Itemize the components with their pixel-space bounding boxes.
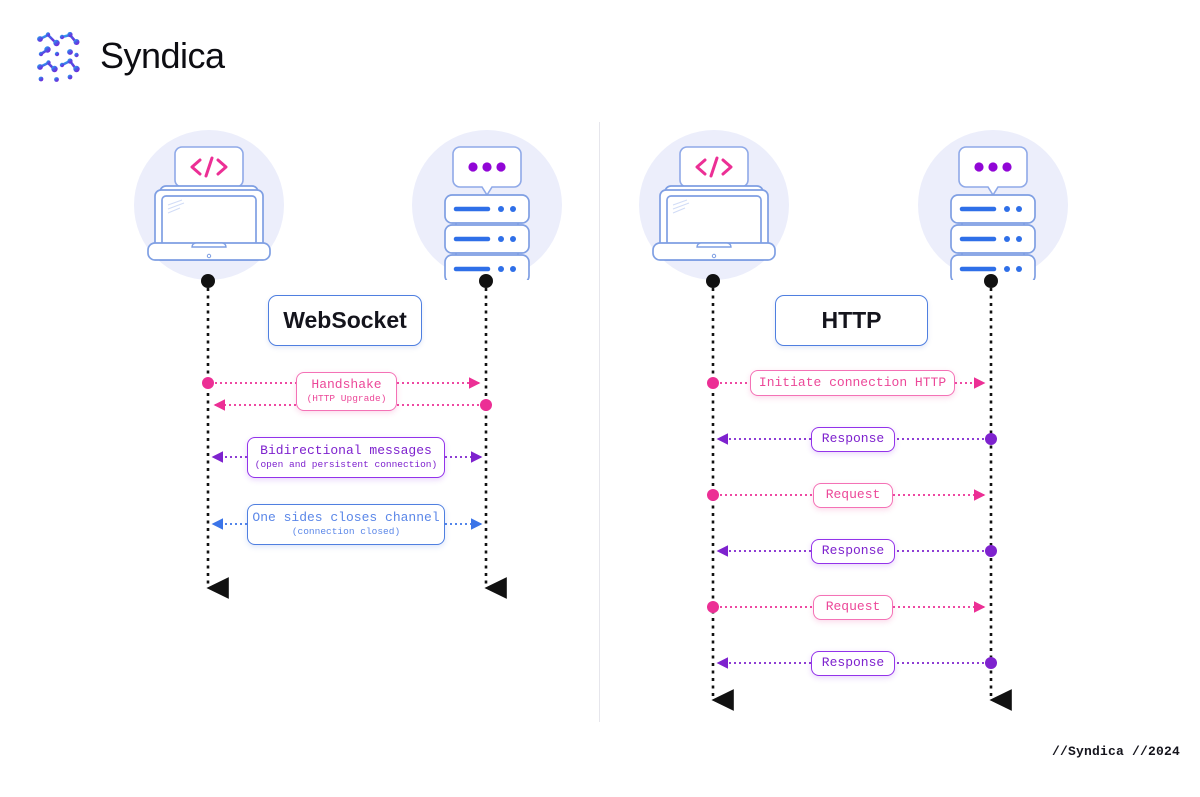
arrow-http-response-3 [716, 657, 997, 669]
syndica-node-graph-icon [37, 31, 80, 82]
message-ws-close: One sides closes channel (connection clo… [247, 504, 445, 545]
message-label: Response [821, 431, 885, 447]
footer-credit: //Syndica //2024 [1051, 744, 1180, 759]
message-label: Bidirectional messages [260, 443, 432, 459]
message-ws-bidirectional: Bidirectional messages (open and persist… [247, 437, 445, 478]
actor-websocket-server [412, 130, 562, 280]
brand-logo: Syndica [32, 27, 225, 85]
message-label: Response [821, 543, 885, 559]
message-label: Handshake [311, 377, 382, 393]
message-label: Request [825, 599, 881, 615]
arrow-http-initiate [707, 377, 986, 389]
arrow-ws-handshake-out [202, 377, 481, 389]
actor-http-server [918, 130, 1068, 280]
laptop-icon [147, 185, 271, 261]
message-http-response-1: Response [811, 427, 895, 452]
arrow-http-request-1 [707, 489, 986, 501]
arrow-ws-handshake-back [213, 399, 492, 411]
actor-websocket-client [134, 130, 284, 280]
arrow-http-response-1 [716, 433, 997, 445]
message-http-request-2: Request [813, 595, 893, 620]
arrow-http-response-2 [716, 545, 997, 557]
message-sublabel: (open and persistent connection) [254, 459, 438, 471]
message-label: Initiate connection HTTP [758, 374, 947, 390]
message-label: Response [821, 655, 885, 671]
message-http-request-1: Request [813, 483, 893, 508]
panel-divider [599, 122, 600, 722]
laptop-icon [652, 185, 776, 261]
message-sublabel: (connection closed) [291, 526, 401, 538]
server-rack-icon [950, 194, 1036, 280]
lifeline-websocket-client [201, 274, 229, 599]
lifeline-websocket-server [479, 274, 507, 599]
three-dots-icon [958, 146, 1028, 197]
actor-http-client [639, 130, 789, 280]
message-label: Request [825, 487, 881, 503]
panel-title-websocket: WebSocket [268, 295, 422, 346]
message-http-initiate: Initiate connection HTTP [750, 370, 955, 396]
lifeline-http-server [984, 274, 1012, 711]
message-label: One sides closes channel [252, 510, 440, 526]
message-http-response-3: Response [811, 651, 895, 676]
message-ws-handshake: Handshake (HTTP Upgrade) [296, 372, 397, 411]
lifeline-http-client [706, 274, 734, 711]
brand-name: Syndica [100, 35, 225, 76]
message-sublabel: (HTTP Upgrade) [306, 393, 387, 405]
message-http-response-2: Response [811, 539, 895, 564]
three-dots-icon [452, 146, 522, 197]
server-rack-icon [444, 194, 530, 280]
panel-title-http: HTTP [775, 295, 928, 346]
arrow-http-request-2 [707, 601, 986, 613]
